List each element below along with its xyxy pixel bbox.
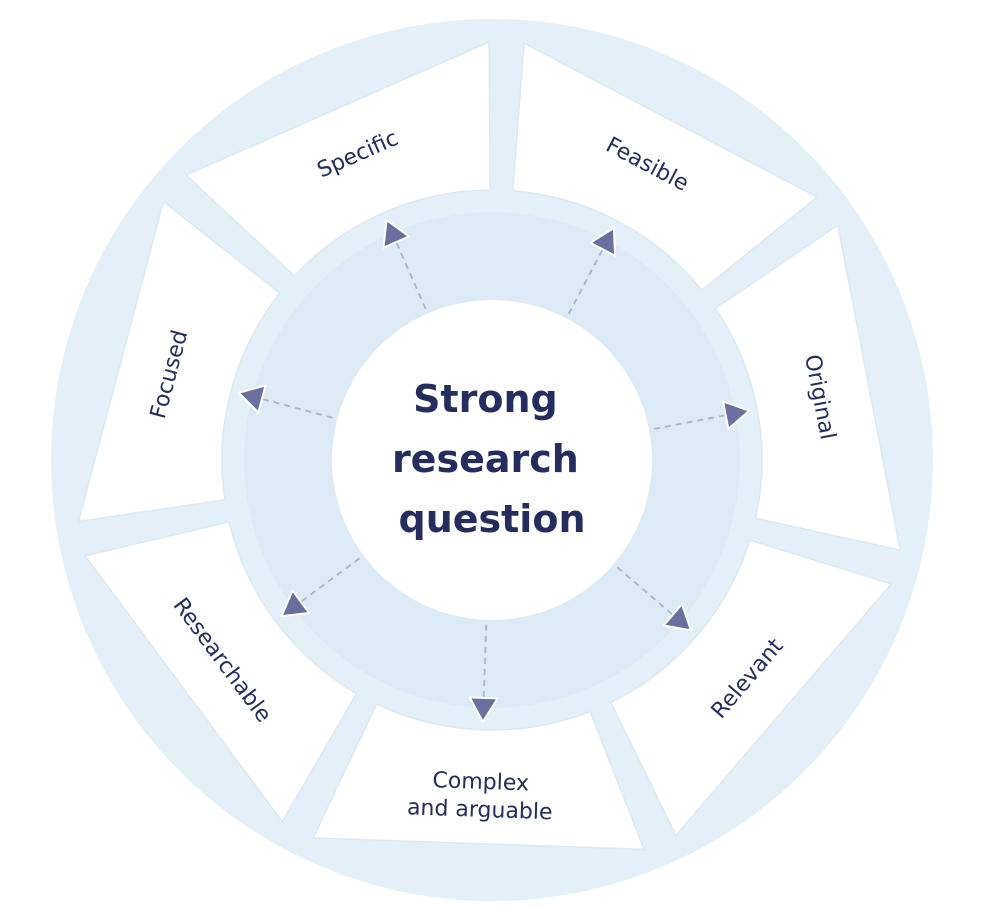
arrow-3 <box>468 696 499 723</box>
arrow-1 <box>722 400 751 430</box>
segment-0 <box>511 42 819 292</box>
segment-label-3: Complexand arguable <box>407 767 554 825</box>
connector-line-0 <box>567 248 604 315</box>
segment-5 <box>77 200 281 523</box>
connector-line-3 <box>482 624 488 698</box>
center-line-3: question <box>399 497 586 541</box>
segment-1 <box>714 223 902 552</box>
connector-line-6 <box>395 241 427 310</box>
connector-line-5 <box>261 398 333 419</box>
center-label: Strong research question <box>392 377 592 541</box>
arrow-6 <box>382 219 411 249</box>
connector-line-4 <box>300 557 361 603</box>
arrow-5 <box>237 384 267 414</box>
center-circle <box>332 300 652 620</box>
segment-4 <box>83 521 358 823</box>
segment-3 <box>312 703 646 851</box>
center-line-1: Strong <box>413 377 558 421</box>
center-line-2: research <box>392 437 579 481</box>
arrow-0 <box>589 227 617 257</box>
arrow-2 <box>662 603 693 632</box>
connector-line-1 <box>653 414 726 430</box>
connector-line-2 <box>616 566 674 616</box>
segment-6 <box>184 40 491 278</box>
segment-label-line-3-0: Complex <box>432 768 529 796</box>
segment-label-line-3-1: and arguable <box>407 795 553 825</box>
arrow-4 <box>280 589 311 618</box>
segment-2 <box>609 539 893 837</box>
connectors-layer <box>237 219 751 723</box>
